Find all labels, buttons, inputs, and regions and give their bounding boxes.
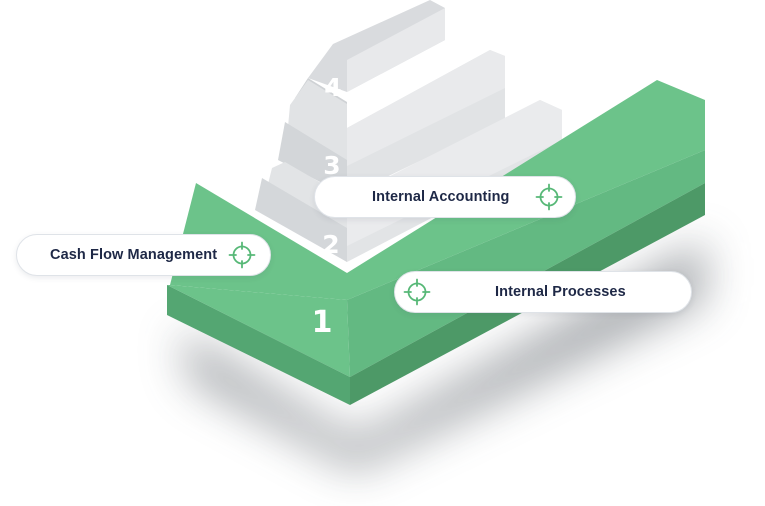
crosshair-target-icon [535, 183, 563, 211]
internal-accounting-pill: Internal Accounting [314, 176, 576, 218]
crosshair-target-icon [228, 241, 256, 269]
internal-processes-pill: Internal Processes [394, 271, 692, 313]
step-number-2: 2 [322, 230, 339, 259]
step-number-4: 4 [324, 73, 341, 102]
step-number-1: 1 [312, 305, 333, 340]
internal-processes-label: Internal Processes [495, 284, 626, 300]
crosshair-target-icon [403, 278, 431, 306]
cash-flow-management-pill: Cash Flow Management [16, 234, 271, 276]
internal-accounting-label: Internal Accounting [372, 189, 510, 205]
cash-flow-management-label: Cash Flow Management [50, 247, 218, 263]
base-shadow [180, 240, 705, 470]
step-number-3: 3 [323, 151, 340, 180]
